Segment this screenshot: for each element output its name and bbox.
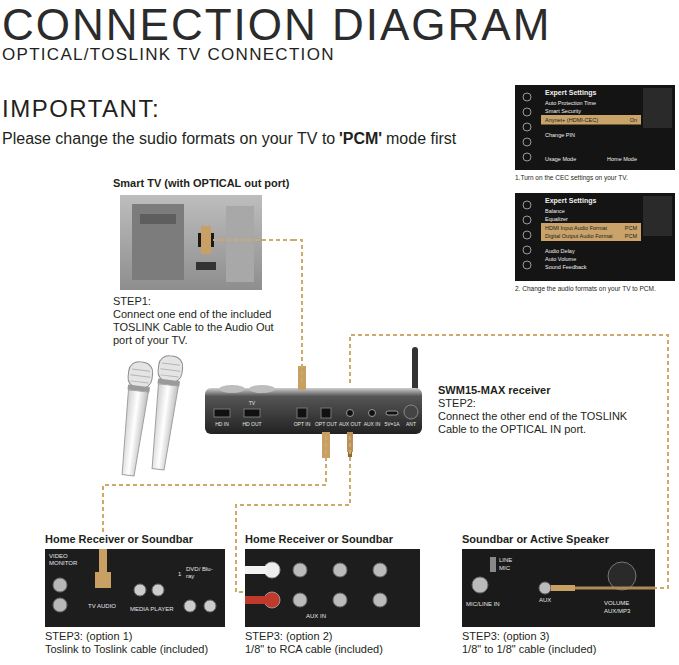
device-box: Soundbar or Active SpeakerSTEP3: (option…	[462, 532, 655, 656]
option2-photo	[245, 549, 420, 627]
step-title: STEP1:	[113, 295, 293, 308]
panel-label: AUX/MP3	[604, 608, 630, 615]
step-text: Toslink to Toslink cable (included)	[45, 643, 225, 656]
panel-label: MIC/LINE IN	[466, 601, 500, 608]
menu-item: Equalizer	[545, 216, 568, 223]
port-label: 5V=1A	[384, 422, 399, 428]
microphones	[116, 355, 184, 477]
text-column: SWM15-MAX receiverSTEP2:Connect the othe…	[438, 383, 653, 436]
menu-screenshot: Expert SettingsAuto Protection TimeSmart…	[515, 85, 675, 182]
cable-connector	[236, 436, 350, 592]
menu-screenshot-art	[515, 85, 675, 281]
notice-heading: IMPORTANT:	[2, 97, 160, 121]
menu-screen: Expert SettingsAuto Protection TimeSmart…	[515, 85, 675, 170]
menu-screenshot: Expert SettingsBalanceEqualizerHDMI Inpu…	[515, 193, 675, 293]
panel-label: DVD/ Blu-ray	[186, 566, 216, 580]
panel-label: 1	[178, 571, 181, 578]
menu-item: Anynet+ (HDMI-CEC)	[545, 117, 598, 124]
menu-title: Expert Settings	[545, 89, 596, 97]
step-text: Connect one end of the included TOSLINK …	[113, 308, 293, 347]
device-heading: Home Receiver or Soundbar	[45, 532, 225, 546]
menu-item: Auto Volume	[545, 256, 576, 263]
cable-connector	[103, 436, 326, 532]
notice-text: 'PCM'	[339, 131, 382, 147]
panel-label: AUX IN	[306, 613, 326, 620]
device-heading: Home Receiver or Soundbar	[245, 532, 425, 546]
menu-value: PCM	[625, 233, 637, 240]
device-box: Home Receiver or SoundbarSTEP3: (option …	[245, 532, 425, 656]
menu-item: Change PIN	[545, 132, 575, 139]
panel-label: AUX	[539, 597, 551, 604]
port-label: ANT	[406, 422, 416, 428]
cable-connector	[293, 240, 302, 383]
device-heading: Smart TV (with OPTICAL out port)	[113, 176, 293, 190]
step-title: STEP3: (option 2)	[245, 630, 425, 643]
tv-photo	[120, 195, 293, 290]
device-heading: SWM15-MAX receiver	[438, 383, 653, 397]
port-label: HD OUT	[242, 422, 261, 428]
menu-item: Digital Output Audio Format	[545, 233, 613, 240]
step-title: STEP2:	[438, 397, 653, 410]
diagram-title: CONNECTION DIAGRAM	[2, 3, 551, 47]
step-text: Connect the other end of the TOSLINK Cab…	[438, 410, 653, 436]
menu-title: Expert Settings	[545, 197, 596, 205]
device-box: Home Receiver or SoundbarSTEP3: (option …	[45, 532, 225, 656]
port-label: OPT OUT	[315, 422, 337, 428]
panel-label: LINE	[499, 557, 512, 564]
panel-label: VOLUME	[604, 600, 629, 607]
screenshot-caption: 2. Change the audio formats on your TV t…	[515, 285, 675, 293]
menu-value: On	[630, 117, 637, 124]
menu-item: HDMI Input Audio Format	[545, 225, 607, 232]
port-label: OPT IN	[294, 422, 311, 428]
port-label: HD IN	[215, 422, 229, 428]
device-box: Smart TV (with OPTICAL out port) STEP1:Co…	[113, 176, 293, 347]
option3-photo	[462, 549, 655, 627]
notice-text: mode first	[386, 131, 456, 147]
step-title: STEP3: (option 3)	[462, 630, 655, 643]
menu-item: Sound Feedback	[545, 264, 587, 271]
menu-value: PCM	[625, 225, 637, 232]
port-label: AUX IN	[364, 422, 381, 428]
panel-label: MONITOR	[49, 560, 77, 567]
menu-item: Smart Security	[545, 108, 581, 115]
receiver-device	[205, 350, 422, 458]
menu-screen: Expert SettingsBalanceEqualizerHDMI Inpu…	[515, 193, 675, 281]
panel-label: TV AUDIO	[88, 603, 116, 610]
device-box: SWM15-MAX receiverSTEP2:Connect the othe…	[205, 383, 653, 436]
step-text: 1/8" to 1/8" cable (included)	[462, 643, 655, 656]
device-heading: Soundbar or Active Speaker	[462, 532, 655, 546]
menu-item: Auto Protection Time	[545, 100, 596, 107]
subtitle: OPTICAL/TOSLINK TV CONNECTION	[2, 46, 335, 63]
step-text: 1/8" to RCA cable (included)	[245, 643, 425, 656]
panel-label: VIDEO	[49, 553, 68, 560]
port-label: AUX OUT	[339, 422, 361, 428]
screenshot-caption: 1.Turn on the CEC settings on your TV.	[515, 174, 675, 182]
option1-photo	[45, 549, 225, 627]
menu-item: Usage Mode	[545, 156, 576, 163]
notice-text: Please change the sudio formats on your …	[2, 131, 335, 147]
port-label: TV	[249, 401, 255, 407]
panel-label: MIC	[499, 565, 510, 572]
menu-value: Home Mode	[607, 156, 637, 163]
panel-label: MEDIA PLAYER	[130, 606, 174, 613]
menu-item: Balance	[545, 208, 565, 215]
step-title: STEP3: (option 1)	[45, 630, 225, 643]
menu-item: Audio Delay	[545, 248, 575, 255]
cable-connector	[350, 335, 668, 588]
